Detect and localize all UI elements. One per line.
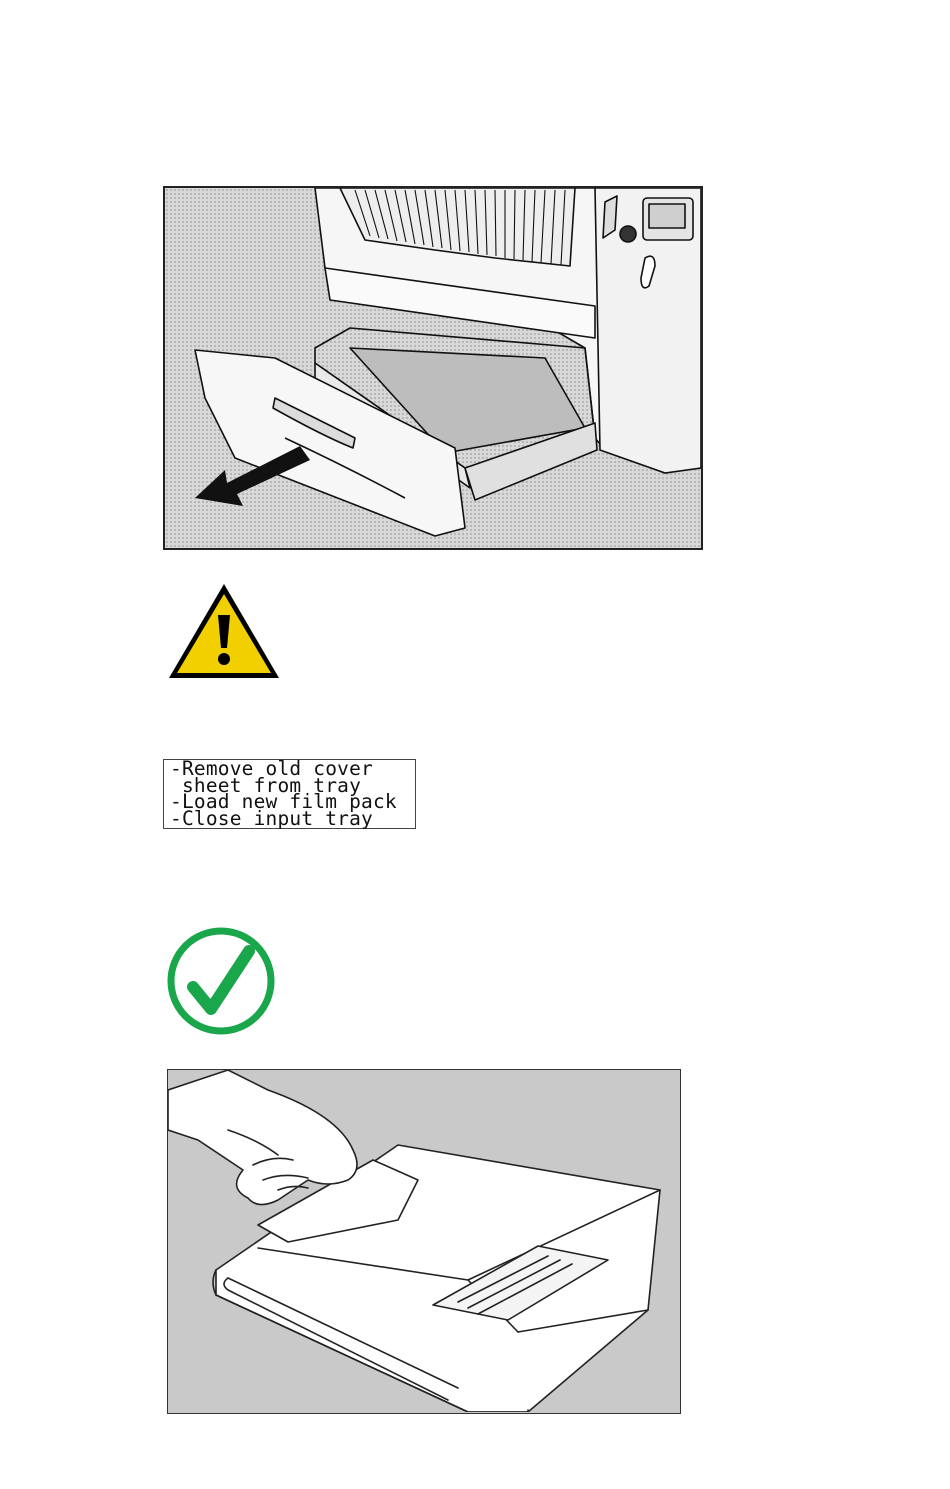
film-pack-illustration — [167, 1069, 681, 1414]
lcd-message-panel: -Remove old cover sheet from tray -Load … — [163, 759, 416, 829]
warning-icon — [165, 580, 283, 682]
checkmark-icon — [163, 925, 279, 1037]
printer-tray-illustration — [163, 186, 703, 550]
lcd-line: -Close input tray — [170, 811, 415, 828]
film-pack-drawing — [168, 1070, 679, 1412]
printer-drawing — [165, 188, 701, 548]
